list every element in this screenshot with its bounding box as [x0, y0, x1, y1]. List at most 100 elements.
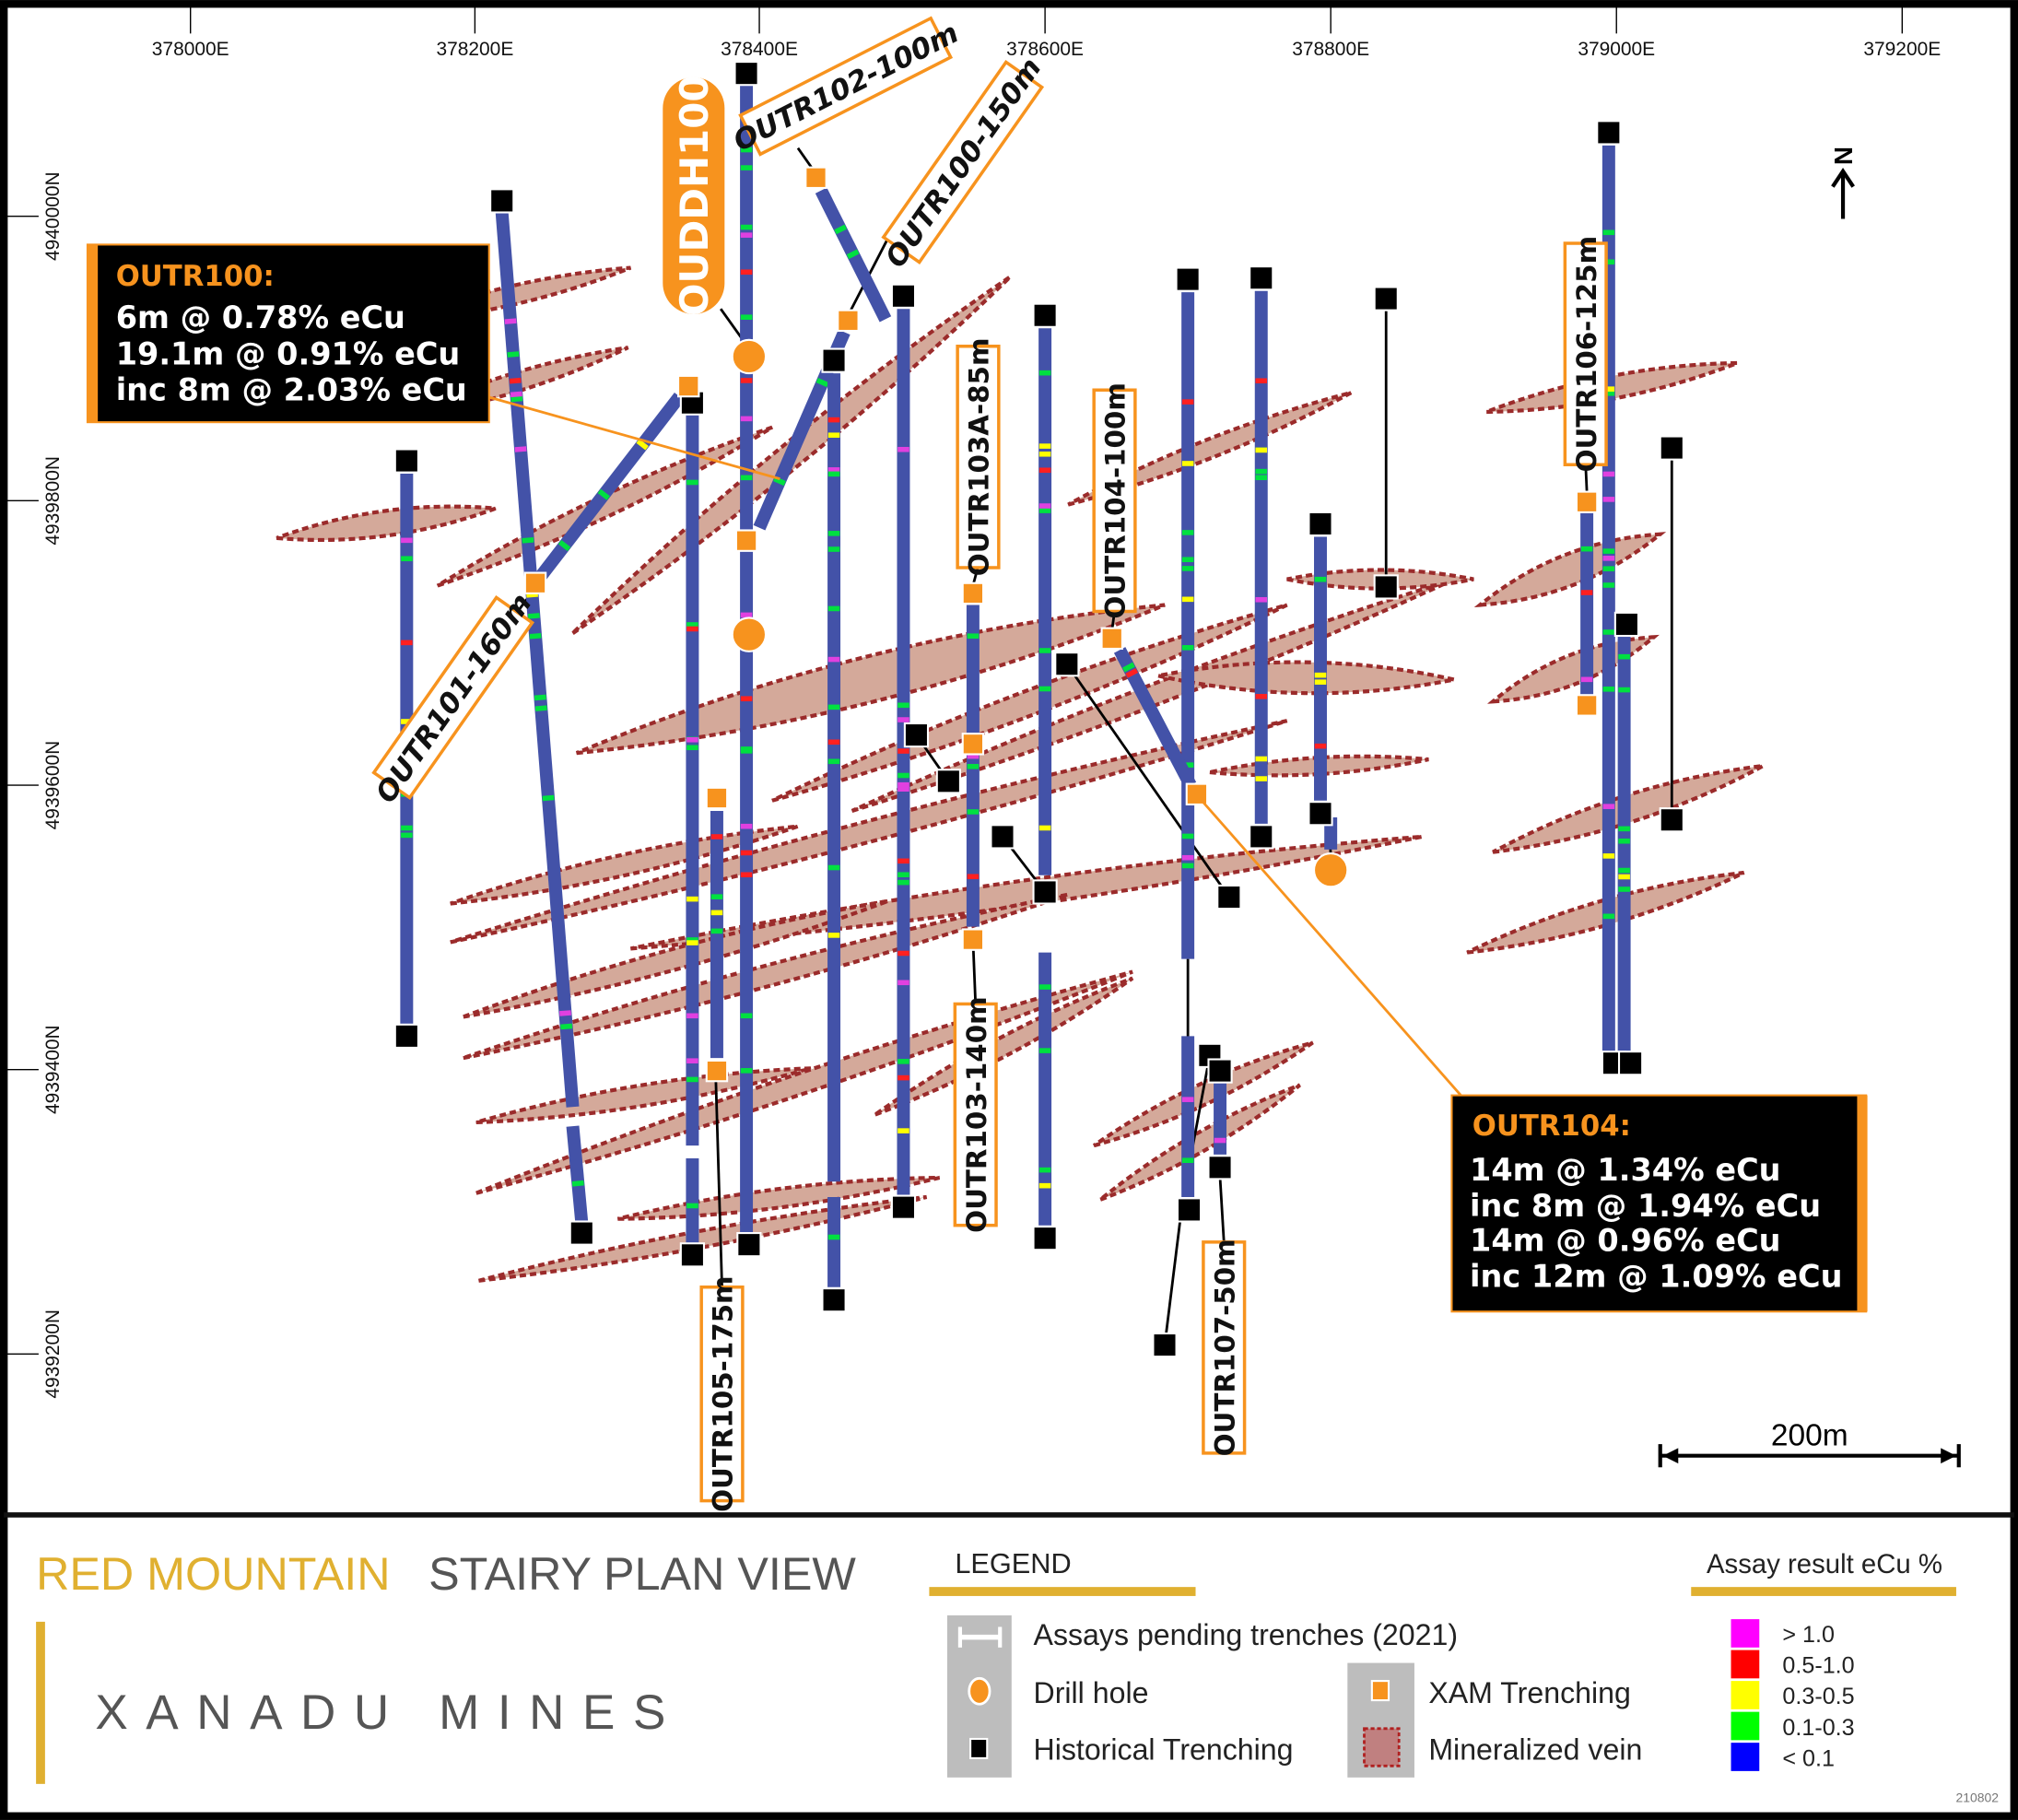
label-outr107: OUTR107-50m — [1202, 1239, 1247, 1456]
xam-trench-marker — [961, 733, 985, 756]
mineralized-vein — [463, 892, 1069, 1061]
company-name: XANADU MINES — [95, 1685, 684, 1740]
label-text: OUTR106-125m — [1571, 236, 1602, 473]
historical-trench-marker — [1617, 1051, 1644, 1076]
label-outr106: OUTR106-125m — [1563, 236, 1608, 473]
assay-swatch — [1731, 1743, 1760, 1771]
trenches — [400, 85, 1631, 1287]
historical-trench-marker — [1216, 884, 1242, 910]
legend-item-label: Assays pending trenches (2021) — [1034, 1618, 1459, 1651]
callout-title: OUTR100: — [116, 260, 275, 293]
label-text: OUDDH100 — [672, 75, 717, 316]
historical-trench-marker — [1308, 801, 1333, 827]
xam-trench-marker — [804, 166, 827, 190]
assay-class-label: 0.1-0.3 — [1782, 1715, 1854, 1741]
assay-underline — [1691, 1587, 1956, 1596]
easting-label: 378400E — [721, 39, 798, 60]
doc-code: 210802 — [1955, 1790, 1999, 1804]
northing-label: 4939600N — [42, 741, 64, 830]
title-red-mountain: RED MOUNTAIN — [36, 1547, 390, 1600]
easting-label: 378200E — [436, 39, 513, 60]
outr100-callout-leader — [486, 394, 780, 480]
historical-trench-marker — [990, 824, 1015, 850]
callout-line: 6m @ 0.78% eCu — [116, 299, 405, 335]
historical-trench-marker — [1659, 807, 1684, 833]
scale-bar: 200m — [1658, 1419, 1961, 1468]
northing-axis: 4940000N 4939800N 4939600N 4939400N 4939… — [6, 171, 64, 1399]
assay-band — [834, 224, 848, 235]
historical-trench-marker — [736, 1232, 762, 1258]
title-plan-view: STAIRY PLAN VIEW — [428, 1547, 856, 1600]
historical-trench-marker — [1032, 302, 1058, 328]
callout-line: 14m @ 0.96% eCu — [1470, 1223, 1781, 1259]
easting-label: 378600E — [1006, 39, 1084, 60]
callout-line: inc 8m @ 2.03% eCu — [116, 371, 467, 407]
historical-trench-marker — [821, 347, 847, 373]
assay-swatch — [1731, 1681, 1760, 1709]
northing-label: 4940000N — [42, 171, 64, 261]
callout-title: OUTR104: — [1472, 1110, 1631, 1143]
label-outr103a: OUTR103A-85m — [956, 337, 1001, 576]
assay-band — [557, 539, 571, 552]
leader-line — [1065, 663, 1230, 898]
trench — [495, 211, 580, 1108]
outr104-callout-leader — [1198, 797, 1463, 1098]
historical-trench-marker — [1249, 265, 1274, 291]
label-outr105: OUTR105-175m — [699, 1275, 745, 1512]
outr100-callout: OUTR100: 6m @ 0.78% eCu 19.1m @ 0.91% eC… — [86, 243, 490, 424]
historical-trench-marker — [733, 61, 759, 87]
historical-trench-marker — [489, 188, 515, 214]
scale-label: 200m — [1771, 1419, 1848, 1453]
easting-label: 379000E — [1578, 39, 1655, 60]
assays-pending-icon — [957, 1626, 1003, 1648]
northing-label: 4939200N — [42, 1309, 64, 1399]
label-outr103: OUTR103-140m — [953, 996, 998, 1233]
legend-item-label: XAM Trenching — [1428, 1676, 1631, 1709]
mineralized-vein — [1067, 391, 1353, 507]
historical-trench-marker — [903, 722, 930, 748]
assay-band — [636, 439, 649, 451]
leader-line — [714, 1071, 723, 1287]
assay-swatch — [1731, 1619, 1760, 1648]
historical-trench-marker — [1032, 1226, 1058, 1251]
assay-band — [1125, 668, 1139, 678]
north-arrow-icon: N — [1829, 147, 1858, 219]
historical-trench-marker — [1596, 120, 1622, 146]
historical-trench-marker — [679, 1242, 706, 1268]
assay-class-label: 0.3-0.5 — [1782, 1684, 1854, 1709]
label-text: OUTR107-50m — [1209, 1239, 1240, 1456]
trench — [566, 1125, 589, 1224]
assay-band — [815, 377, 829, 388]
historical-trench-marker — [1613, 611, 1640, 638]
historical-trench-marker — [1152, 1332, 1178, 1358]
xam-trench-marker — [837, 309, 860, 333]
assay-swatch — [1731, 1711, 1760, 1741]
historical-trench-marker — [890, 283, 917, 309]
historical-trench-marker — [1054, 652, 1080, 677]
easting-axis: 378000E 378200E 378400E 378600E 378800E … — [152, 6, 1941, 60]
assay-class-label: < 0.1 — [1782, 1745, 1835, 1771]
assay-classes: > 1.00.5-1.00.3-0.50.1-0.3< 0.1 — [1731, 1619, 1855, 1771]
historical-trench-marker — [569, 1220, 594, 1246]
easting-label: 379200E — [1863, 39, 1941, 60]
legend-title: LEGEND — [955, 1547, 1071, 1579]
easting-label: 378800E — [1292, 39, 1369, 60]
xam-trench-marker — [961, 581, 985, 605]
assay-class-label: > 1.0 — [1782, 1622, 1835, 1648]
label-text: OUTR105-175m — [708, 1275, 739, 1512]
callout-line: inc 8m @ 1.94% eCu — [1470, 1188, 1821, 1224]
xam-trench-marker — [677, 374, 700, 398]
northing-label: 4939800N — [42, 456, 64, 546]
historical-trench-marker — [890, 1194, 917, 1220]
legend-underline — [929, 1587, 1196, 1596]
xam-trench-marker — [1575, 490, 1599, 513]
historical-trench-marker — [1032, 879, 1058, 905]
callout-line: 19.1m @ 0.91% eCu — [116, 335, 461, 371]
historical-trench-marker — [1207, 1155, 1233, 1180]
historical-trench-marker — [1207, 1058, 1233, 1084]
trench-markers — [393, 61, 1684, 1358]
assay-swatch — [1731, 1650, 1760, 1679]
xam-trench-icon — [1370, 1680, 1390, 1702]
legend-item-label: Drill hole — [1034, 1676, 1149, 1709]
